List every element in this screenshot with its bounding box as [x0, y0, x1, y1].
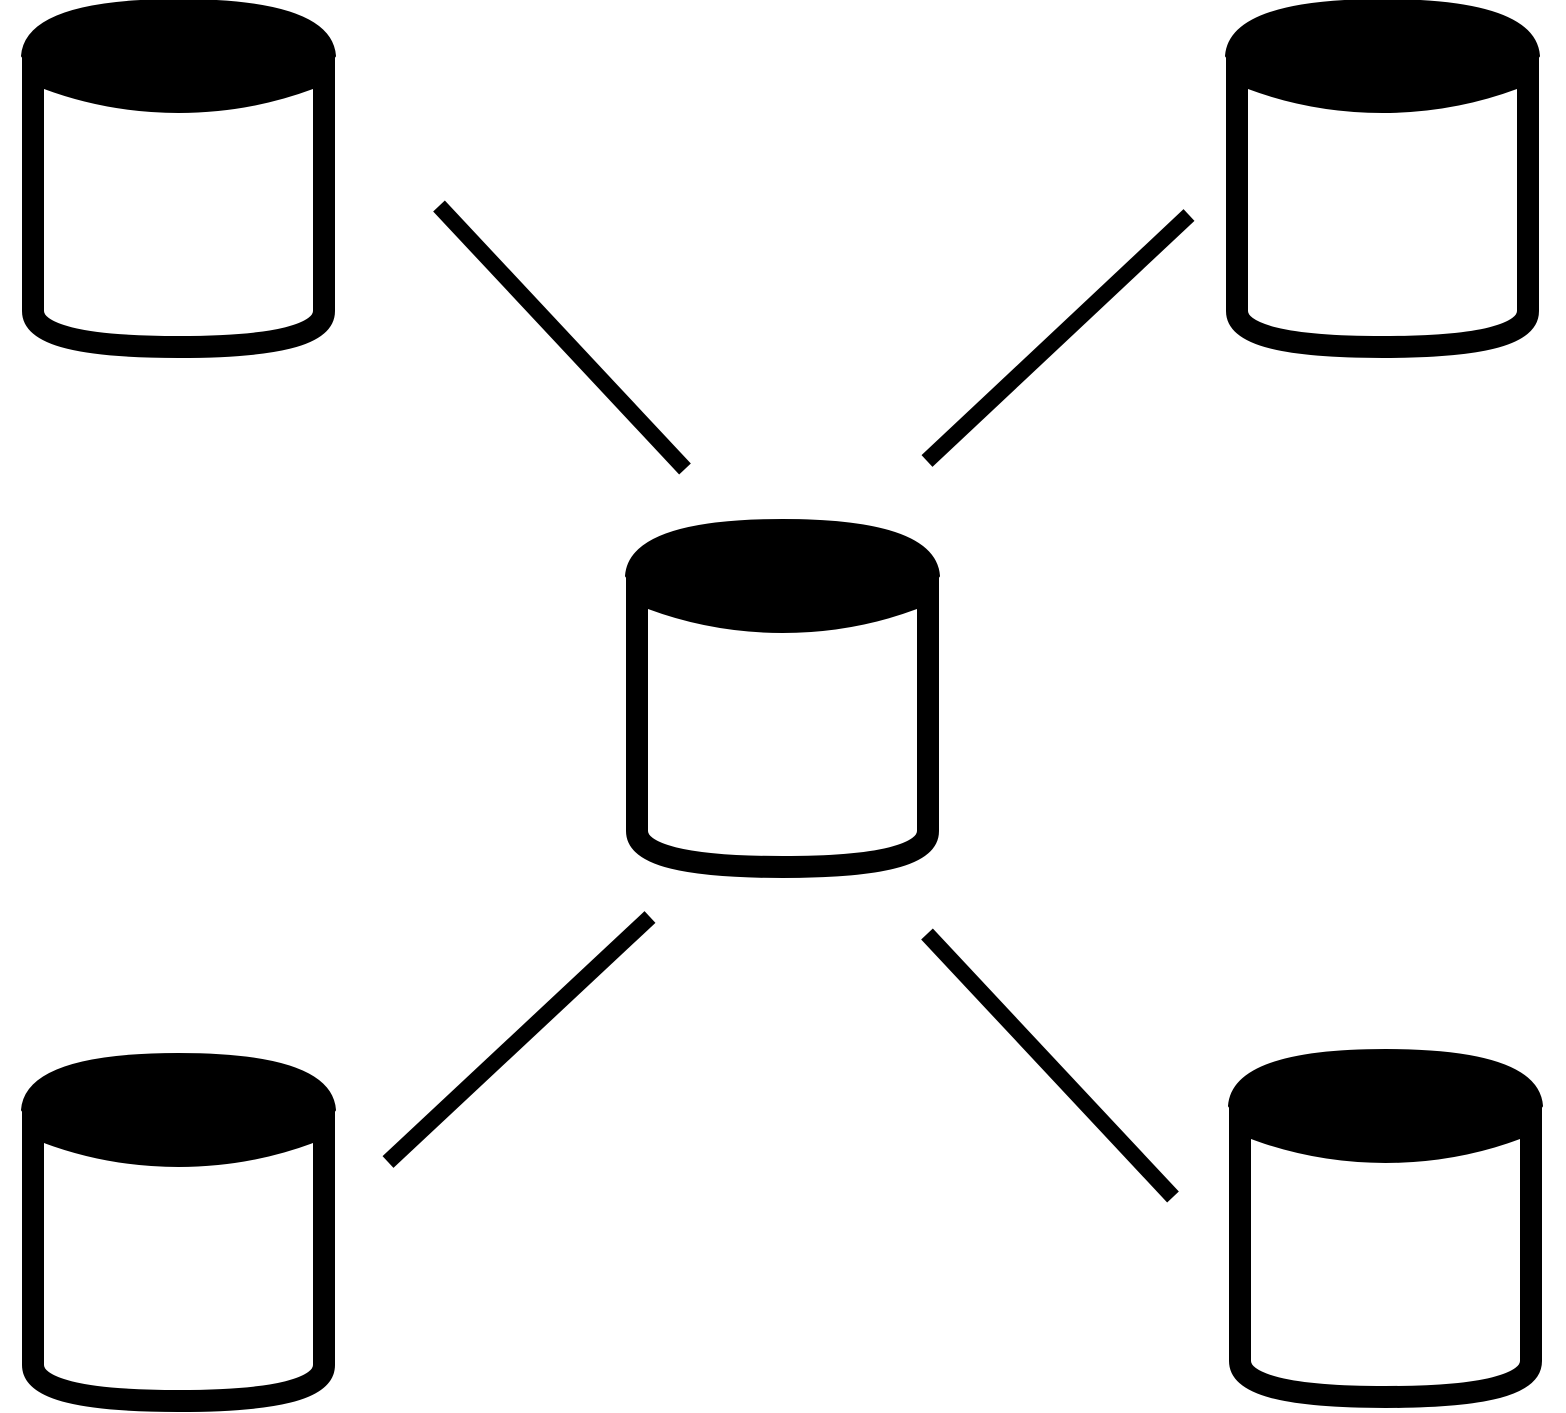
database-icon — [20, 1052, 337, 1412]
database-icon — [624, 518, 941, 878]
cylinder-cap-center — [624, 518, 941, 634]
cylinder-cap-bottom-left — [20, 1052, 337, 1168]
cylinder-body-top-right — [1226, 56, 1539, 358]
database-icon — [20, 0, 337, 358]
cylinder-cap-top-left — [20, 0, 337, 114]
connector-line-bottom-right — [921, 928, 1179, 1203]
cylinder-body-bottom-right — [1229, 1106, 1542, 1408]
cylinder-body-top-left — [22, 56, 335, 358]
database-nodes — [20, 0, 1544, 1412]
cylinder-cap-top-right — [1224, 0, 1541, 114]
cylinder-body-center — [626, 576, 939, 878]
connector-line-top-right — [921, 209, 1195, 467]
cylinder-body-bottom-left — [22, 1110, 335, 1412]
connector-line-top-left — [433, 200, 691, 475]
cylinder-cap-bottom-right — [1227, 1048, 1544, 1164]
database-icon — [1227, 1048, 1544, 1408]
connector-lines — [382, 200, 1195, 1203]
connector-line-bottom-left — [382, 911, 656, 1168]
database-icon — [1224, 0, 1541, 358]
